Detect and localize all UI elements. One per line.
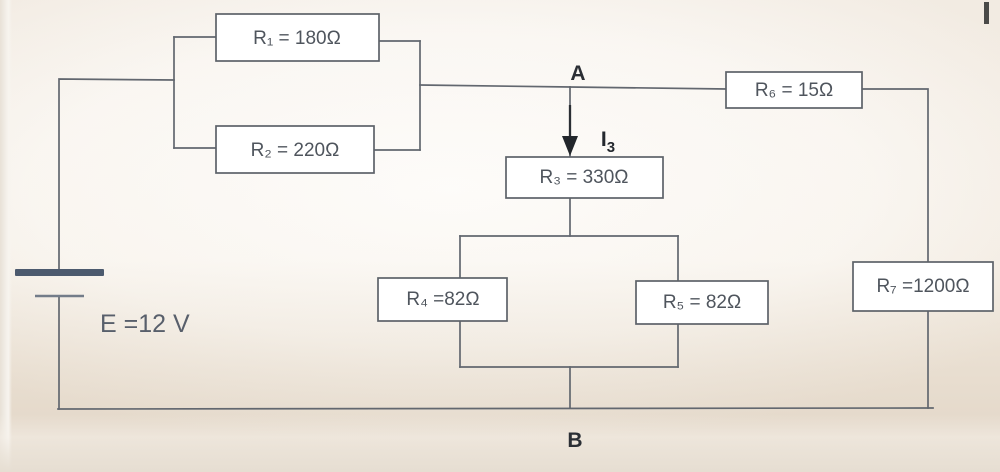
resistor-r2-body — [215, 125, 375, 174]
resistor-r3-label: R₃ = 330Ω — [539, 167, 628, 188]
resistor-r1-body — [215, 13, 380, 62]
resistor-r7: R₇ =1200Ω — [852, 261, 994, 312]
voltage-source-battery — [15, 269, 104, 298]
wire-node-a-to-r6 — [569, 86, 727, 90]
resistor-r7-label: R₇ =1200Ω — [876, 276, 969, 297]
source-voltage-label: E =12 V — [100, 310, 190, 338]
resistor-r4: R₄ =82Ω — [377, 277, 508, 322]
resistor-r3-body — [505, 156, 664, 199]
paper-edge-left — [0, 0, 12, 472]
wire-top-rail-to-node-a — [419, 84, 571, 88]
current-i3-symbol: I — [601, 128, 607, 151]
scan-artifact — [984, 2, 989, 24]
current-arrow-head-icon — [562, 136, 578, 156]
wire-battery-to-top-left — [58, 78, 175, 273]
resistor-r1-label: R₁ = 180Ω — [253, 28, 341, 49]
resistor-r4-label: R₄ =82Ω — [406, 289, 479, 310]
resistor-r1: R₁ = 180Ω — [215, 13, 380, 62]
wire-r6-to-right-bus — [861, 88, 929, 263]
node-label-a: A — [570, 62, 585, 85]
current-arrow-i3 — [562, 105, 578, 156]
battery-positive-plate-icon — [15, 269, 104, 276]
resistor-r5-label: R₅ = 82Ω — [663, 292, 741, 313]
resistor-r3: R₃ = 330Ω — [505, 156, 664, 199]
resistor-r4-body — [377, 277, 508, 322]
resistor-r6-body — [725, 71, 863, 109]
wire-bottom-rail — [57, 407, 934, 410]
node-label-b: B — [567, 429, 582, 452]
wire-group — [57, 36, 934, 410]
resistor-r6: R₆ = 15Ω — [725, 71, 863, 109]
resistor-r6-label: R₆ = 15Ω — [755, 80, 833, 101]
resistor-r7-body — [852, 261, 994, 312]
resistor-r2: R₂ = 220Ω — [215, 125, 375, 174]
resistor-r2-label: R₂ = 220Ω — [251, 140, 340, 161]
current-i3-label: I3 — [601, 128, 615, 156]
paper-edge-bottom — [0, 414, 1000, 472]
resistor-r5-body — [635, 280, 769, 325]
resistor-r5: R₅ = 82Ω — [635, 280, 769, 325]
current-i3-subscript: 3 — [607, 139, 615, 156]
